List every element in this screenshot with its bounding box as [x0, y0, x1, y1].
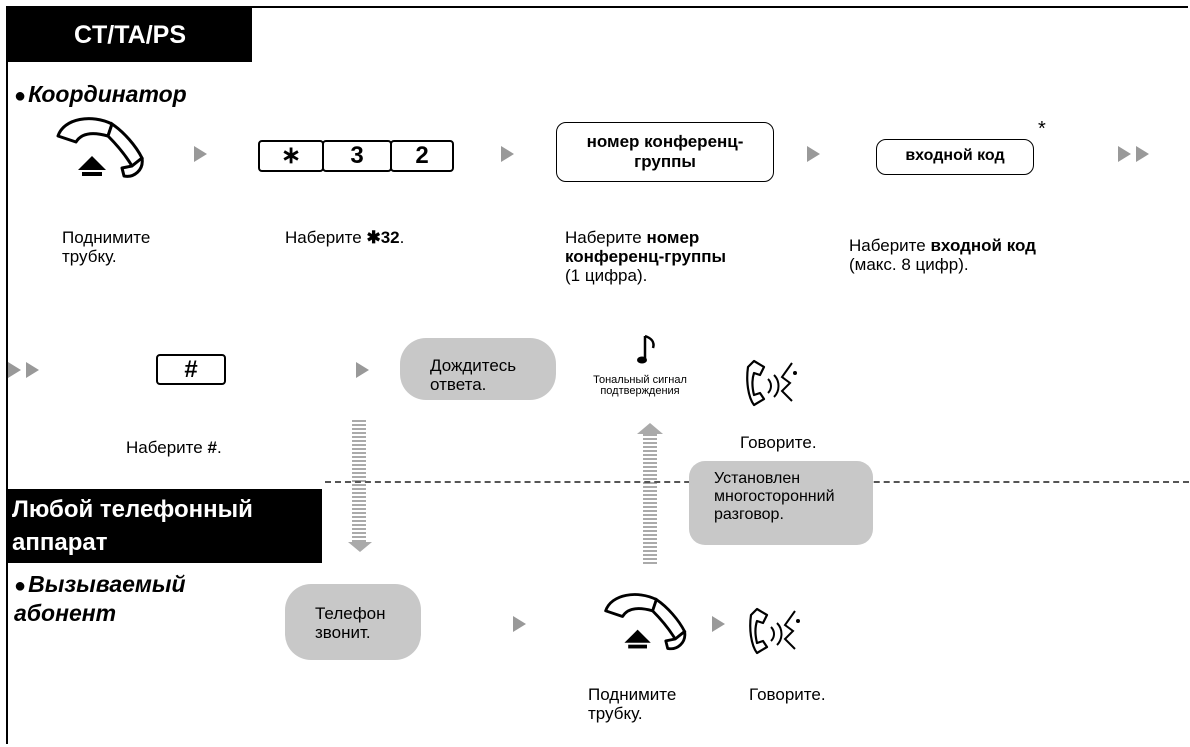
role-coordinator: ●Координатор — [14, 81, 187, 107]
key-3: 3 — [322, 140, 392, 172]
music-note-icon — [637, 334, 655, 364]
key-star: ∗ — [258, 140, 324, 172]
key-hash: # — [156, 354, 226, 385]
caption-dial-entry-code: Наберите входной код(макс. 8 цифр). — [849, 236, 1036, 274]
conf-group-number-box: номер конференц-группы — [556, 122, 774, 182]
arrow-up-icon — [637, 423, 663, 434]
wait-answer-pill: Дождитесь ответа. — [400, 338, 556, 400]
flow-arrow — [356, 362, 369, 378]
caption-pickup: Поднимите трубку. — [62, 228, 151, 266]
caption-dial-32: Наберите ✱32. — [285, 228, 405, 247]
role-called-party: ●Вызываемый абонент — [14, 571, 186, 626]
flow-arrow — [501, 146, 514, 162]
caption-pickup-called: Поднимите трубку. — [588, 685, 677, 723]
flow-arrow — [712, 616, 725, 632]
flow-arrow — [194, 146, 207, 162]
arrow-down-icon — [348, 542, 372, 552]
talk-icon — [746, 359, 797, 407]
caption-dial-conf-group: Наберите номер конференц-группы(1 цифра)… — [565, 228, 727, 285]
confirmation-tone-label: Тональный сигнал подтверждения — [593, 374, 687, 397]
caption-dial-hash: Наберите #. — [126, 438, 222, 457]
phone-rings-pill: Телефон звонит. — [285, 584, 421, 660]
header-ct-ta-ps: CT/TA/PS — [8, 8, 252, 62]
flow-arrow — [1118, 146, 1131, 162]
handset-offhook-icon — [604, 593, 687, 651]
bullet-icon: ● — [14, 575, 27, 597]
header-any-phone: Любой телефонный аппарат — [8, 489, 322, 563]
caption-talk: Говорите. — [740, 433, 817, 452]
answer-signal-bar — [643, 434, 657, 564]
entry-code-box: входной код — [876, 139, 1034, 175]
key-2: 2 — [390, 140, 454, 172]
bullet-icon: ● — [14, 85, 27, 107]
flow-arrow — [26, 362, 39, 378]
flow-arrow — [807, 146, 820, 162]
flow-arrow — [8, 362, 21, 378]
optional-asterisk: * — [1038, 118, 1046, 140]
flow-arrow — [513, 616, 526, 632]
diagram-frame — [6, 6, 1188, 744]
talk-icon — [749, 607, 800, 655]
handset-offhook-icon — [56, 117, 144, 178]
caption-talk-called: Говорите. — [749, 685, 826, 704]
conference-established-note: Установлен многосторонний разговор. — [689, 461, 873, 545]
flow-arrow — [1136, 146, 1149, 162]
